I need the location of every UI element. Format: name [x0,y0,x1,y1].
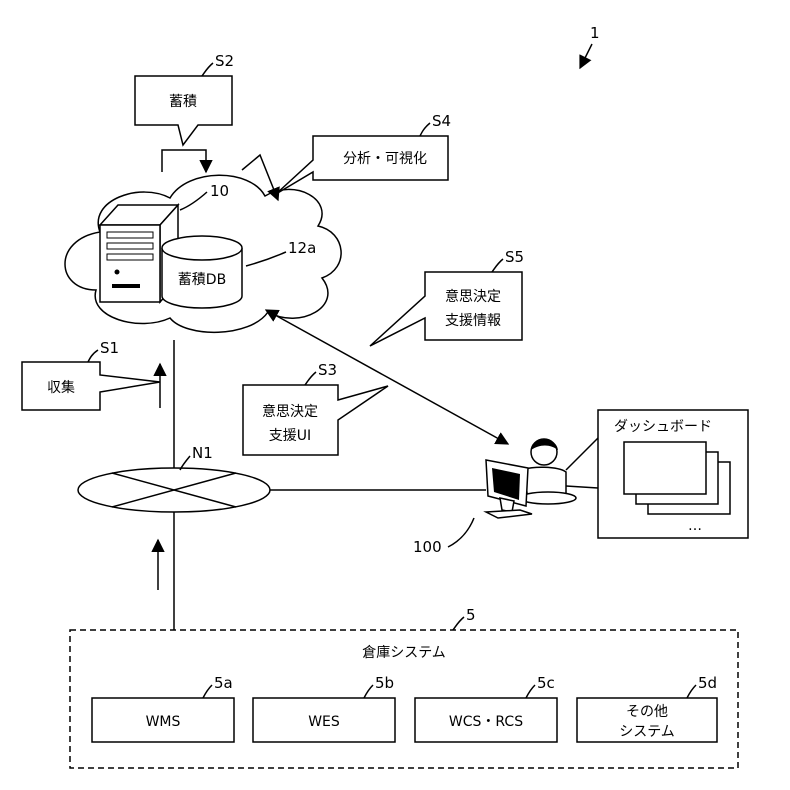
warehouse-ref-label: 5 [466,606,476,624]
s2-leader [202,63,213,76]
dashboard-ellipsis: … [688,518,702,534]
database-ref-label: 12a [288,239,316,257]
s3-callout [243,385,388,455]
user-terminal-icon [486,439,576,518]
system-label-other-line2: システム [619,724,675,740]
system-label-other-line1: その他 [626,704,668,720]
system-ref-5a: 5a [214,674,233,692]
figure-ref-arrow [580,44,592,68]
s1-ref-label: S1 [100,339,119,357]
s4-leader [420,123,430,136]
s2-callout [135,76,232,145]
s5-ref-label: S5 [505,248,524,266]
s1-label: 収集 [47,379,75,396]
s5-leader [492,259,503,272]
terminal-leader [448,518,474,547]
dashboard-label: ダッシュボード [614,419,712,435]
s3-label-line1: 意思決定 [262,403,318,420]
s2-ref-label: S2 [215,52,234,70]
s1-callout [22,362,160,410]
system-ref-5d: 5d [698,674,717,692]
network-ref-label: N1 [192,444,213,462]
s1-leader [88,350,98,362]
dashboard-page-1 [624,442,706,494]
system-ref-5b: 5b [375,674,394,692]
dashboard-pointer [566,438,598,488]
system-label-wes: WES [308,714,340,730]
s2-label: 蓄積 [169,94,197,110]
s3-leader [305,372,316,385]
s4-ref-label: S4 [432,112,451,130]
s5-label-line1: 意思決定 [445,288,501,305]
database-label: 蓄積DB [178,272,226,288]
figure-ref-label: 1 [590,24,600,42]
s3-ref-label: S3 [318,361,337,379]
system-label-wcs-rcs: WCS・RCS [449,714,523,730]
system-ref-5c: 5c [537,674,555,692]
warehouse-title: 倉庫システム [362,644,446,661]
s3-label-line2: 支援UI [269,428,311,444]
server-ref-label: 10 [210,182,229,200]
network-icon [78,468,270,512]
s4-label: 分析・可視化 [343,151,427,167]
warehouse-leader [453,617,464,630]
terminal-ref-label: 100 [413,538,442,556]
system-label-wms: WMS [146,714,181,730]
s5-label-line2: 支援情報 [445,313,501,329]
s5-callout [370,272,522,346]
s2-arrow [162,150,206,172]
